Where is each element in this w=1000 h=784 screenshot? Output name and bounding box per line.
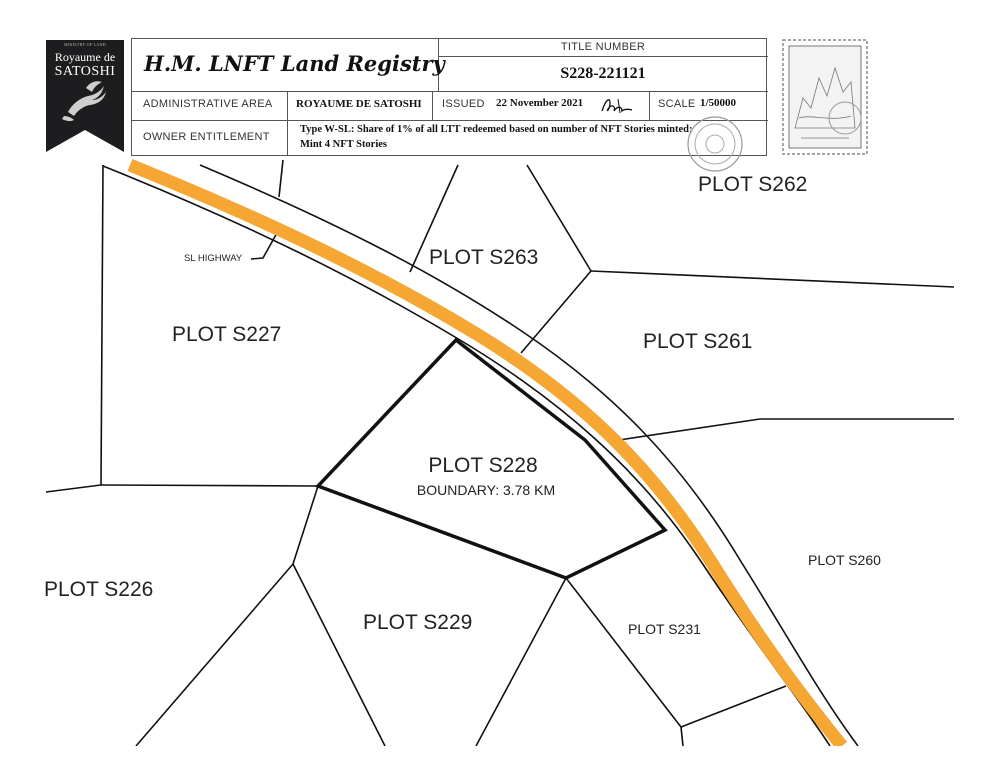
owner-entitlement-line1: Type W-SL: Share of 1% of all LTT redeem… [300,124,693,135]
signature-icon [601,98,633,114]
plot-label-s226: PLOT S226 [44,578,153,601]
scale-value: 1/50000 [700,97,737,109]
plot-label-s229: PLOT S229 [363,611,472,634]
badge-shape [46,40,124,152]
badge-line2: SATOSHI [54,64,116,79]
highway-band [127,158,848,751]
plot-label-s262: PLOT S262 [698,173,807,196]
plot-boundaries [45,159,955,747]
plot-s228-boundary-label: BOUNDARY: 3.78 KM [417,482,555,498]
admin-area-value: ROYAUME DE SATOSHI [296,98,422,110]
registry-seal-icon [687,116,743,172]
badge-line1: Royaume de [54,50,116,64]
title-number-label: TITLE NUMBER [560,41,646,53]
plot-label-s231: PLOT S231 [628,621,701,637]
registry-title: H.M. LNFT Land Registry [144,51,445,76]
highway-label: SL HIGHWAY [184,253,243,264]
registry-header: H.M. LNFT Land Registry TITLE NUMBER S22… [131,38,768,156]
plot-s228-boundary [314,337,668,580]
owner-entitlement-label: OWNER ENTITLEMENT [143,131,270,143]
registry-badge: MINISTRY OF LAND Royaume de SATOSHI [46,40,124,152]
plot-label-s228: PLOT S228 [428,454,537,477]
admin-area-label: ADMINISTRATIVE AREA [143,98,273,110]
plot-label-s260: PLOT S260 [808,552,881,568]
badge-top-text: MINISTRY OF LAND [64,42,106,47]
issued-label: ISSUED [442,98,485,110]
postage-stamp [781,38,869,156]
plot-label-s227: PLOT S227 [172,323,281,346]
winged-emblem-icon [62,81,106,122]
plot-label-s263: PLOT S263 [429,246,538,269]
issued-date: 22 November 2021 [496,97,584,109]
title-number-value: S228-221121 [560,65,646,82]
owner-entitlement-line2: Mint 4 NFT Stories [300,139,388,150]
scale-label: SCALE [658,98,696,110]
plot-label-s261: PLOT S261 [643,330,752,353]
